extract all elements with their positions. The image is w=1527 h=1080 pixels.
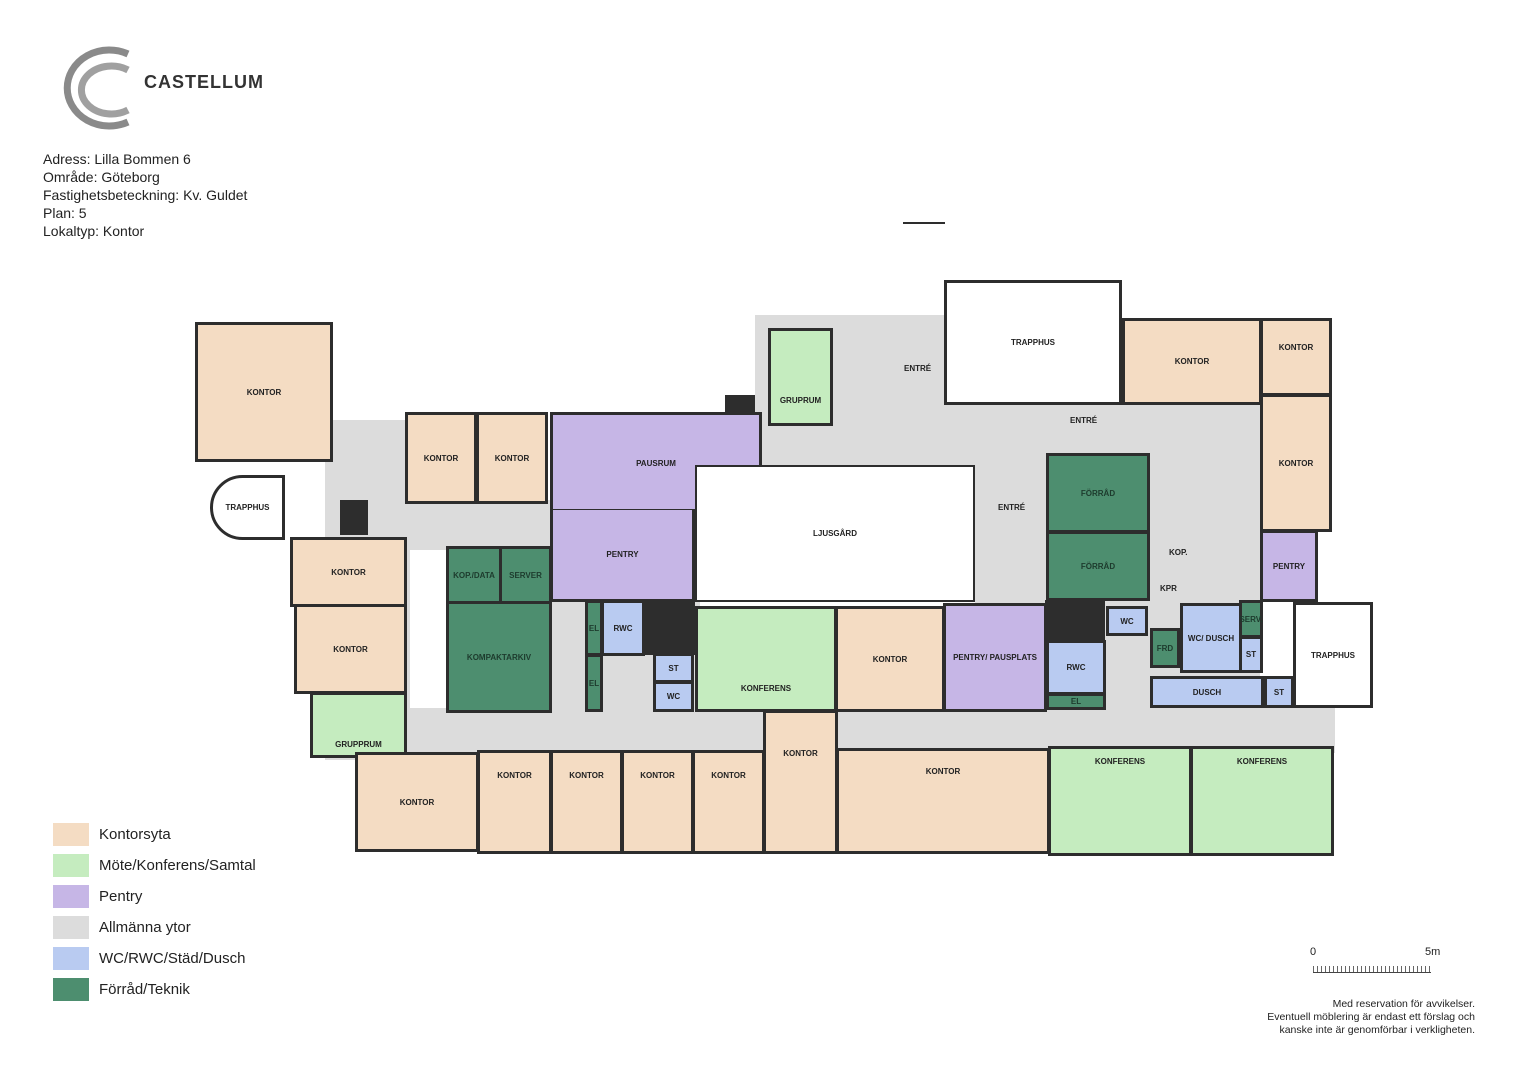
legend-swatch — [53, 854, 89, 877]
wall — [1045, 600, 1105, 642]
property-info: Adress: Lilla Bommen 6 Område: Göteborg … — [43, 150, 247, 240]
scale-start: 0 — [1310, 946, 1317, 958]
wall — [643, 600, 695, 655]
room-forrad: FÖRRÅD — [1046, 453, 1150, 533]
label-entre: ENTRÉ — [1070, 416, 1098, 425]
room-kontor: KONTOR — [621, 750, 694, 854]
info-area: Område: Göteborg — [43, 169, 160, 185]
room-kontor: KONTOR — [405, 412, 477, 504]
room-st: ST — [653, 653, 694, 683]
room-trapphus: TRAPPHUS — [944, 280, 1122, 405]
room-kontor: KONTOR — [550, 750, 623, 854]
legend-swatch — [53, 885, 89, 908]
legend-label: WC/RWC/Städ/Dusch — [99, 950, 246, 967]
room-forrad: FÖRRÅD — [1046, 531, 1150, 601]
room-konferens: KONFERENS — [1190, 746, 1334, 856]
legend-swatch — [53, 978, 89, 1001]
room-rwc: RWC — [601, 600, 645, 656]
room-pentry: PENTRY — [550, 510, 695, 602]
legend-label: Kontorsyta — [99, 826, 171, 843]
room-ljusgard: LJUSGÅRD — [695, 465, 975, 602]
room-kontor: KONTOR — [290, 537, 407, 607]
room-kop-data: KOP./DATA — [446, 546, 502, 604]
legend-item: WC/RWC/Städ/Dusch — [53, 947, 245, 970]
disclaimer-line: kanske inte är genomförbar i verklighete… — [1279, 1024, 1475, 1036]
info-floor: Plan: 5 — [43, 205, 87, 221]
room-kontor: KONTOR — [836, 748, 1050, 854]
room-konferens: KONFERENS — [1048, 746, 1192, 856]
room-wc: WC — [1106, 606, 1148, 636]
common-area — [405, 500, 555, 550]
disclaimer-line: Med reservation för avvikelser. — [1332, 998, 1475, 1010]
room-kontor: KONTOR — [835, 606, 945, 712]
room-konferens: KONFERENS — [695, 606, 837, 712]
room-el: EL — [1046, 693, 1106, 710]
info-premises-type: Lokaltyp: Kontor — [43, 223, 145, 239]
room-pentry: PENTRY — [1260, 530, 1318, 602]
room-trapphus: TRAPPHUS — [210, 475, 285, 540]
room-wc-dusch: WC/ DUSCH — [1180, 603, 1242, 673]
room-el: EL — [585, 654, 603, 712]
legend-label: Pentry — [99, 888, 143, 905]
label-entre: ENTRÉ — [998, 503, 1026, 512]
legend-label: Möte/Konferens/Samtal — [99, 857, 256, 874]
room-frd: FRD — [1150, 628, 1180, 668]
room-kontor: KONTOR — [294, 604, 407, 694]
room-serv: SERV. — [1239, 600, 1263, 638]
legend-item: Pentry — [53, 885, 142, 908]
common-area — [975, 400, 1050, 610]
room-server: SERVER — [499, 546, 552, 604]
castellum-logo — [63, 46, 130, 130]
room-wc: WC — [653, 681, 694, 712]
disclaimer: Med reservation för avvikelser. Eventuel… — [1267, 998, 1475, 1037]
label-kop: KOP. — [1169, 548, 1188, 557]
disclaimer-line: Eventuell möblering är endast ett försla… — [1267, 1011, 1475, 1023]
room-kontor: KONTOR — [1122, 318, 1262, 405]
label-kpr: KPR — [1160, 584, 1177, 593]
brand-name: CASTELLUM — [144, 72, 264, 92]
room-grupprum: GRUPRUM — [768, 328, 833, 426]
room-kontor: KONTOR — [477, 750, 552, 854]
room-dusch: DUSCH — [1150, 676, 1264, 708]
info-address: Adress: Lilla Bommen 6 — [43, 151, 191, 167]
legend-swatch — [53, 916, 89, 939]
legend-label: Allmänna ytor — [99, 919, 191, 936]
room-st: ST — [1264, 676, 1294, 708]
label-entre: ENTRÉ — [904, 364, 932, 373]
legend-item: Kontorsyta — [53, 823, 171, 846]
room-kontor: KONTOR — [1260, 318, 1332, 396]
room-kompaktarkiv: KOMPAKTARKIV — [446, 601, 552, 713]
wall — [340, 500, 368, 535]
legend-item: Förråd/Teknik — [53, 978, 190, 1001]
room-kontor: KONTOR — [692, 750, 765, 854]
legend-item: Möte/Konferens/Samtal — [53, 854, 256, 877]
room-rwc: RWC — [1046, 640, 1106, 695]
room-kontor: KONTOR — [763, 710, 838, 854]
scale-bar — [1313, 966, 1431, 973]
legend-item: Allmänna ytor — [53, 916, 191, 939]
room-kontor: KONTOR — [355, 752, 479, 852]
scale-end: 5m — [1425, 946, 1441, 958]
room-st: ST — [1239, 636, 1263, 673]
room-kontor: KONTOR — [195, 322, 333, 462]
room-kontor: KONTOR — [1260, 394, 1332, 532]
room-grupprum: GRUPPRUM — [310, 692, 407, 758]
legend-swatch — [53, 823, 89, 846]
room-pentry-pausplats: PENTRY/ PAUSPLATS — [943, 603, 1047, 712]
legend-swatch — [53, 947, 89, 970]
room-trapphus: TRAPPHUS — [1293, 602, 1373, 708]
wall — [903, 222, 945, 224]
room-kontor: KONTOR — [476, 412, 548, 504]
info-property-designation: Fastighetsbeteckning: Kv. Guldet — [43, 187, 248, 203]
legend-label: Förråd/Teknik — [99, 981, 190, 998]
